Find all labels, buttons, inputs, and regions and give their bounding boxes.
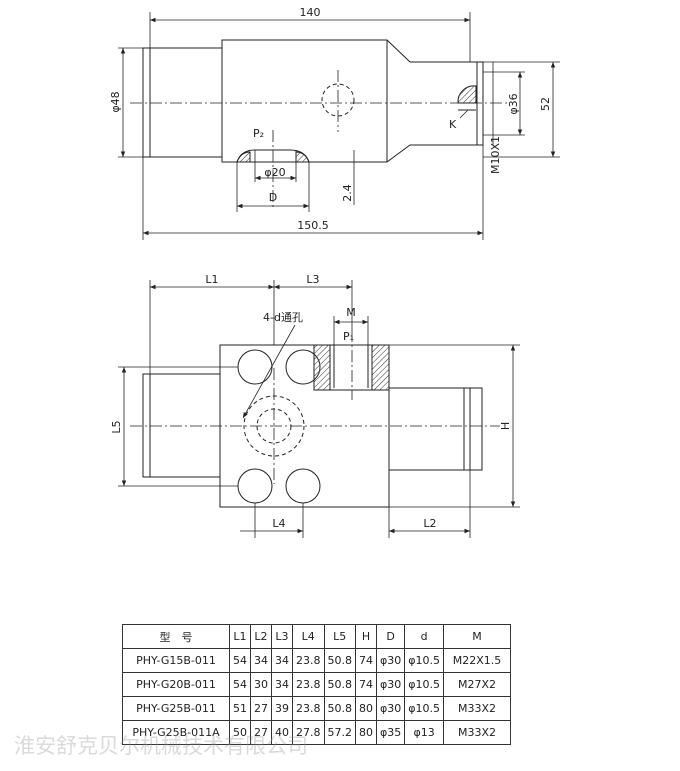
dim-140: 140 xyxy=(300,6,321,19)
col-header: L3 xyxy=(271,624,293,649)
dim-2-4: 2.4 xyxy=(341,184,354,202)
cell: 34 xyxy=(271,672,293,697)
dim-52: 52 xyxy=(539,97,552,111)
cell: 50.8 xyxy=(323,696,356,721)
watermark: 淮安舒克贝尔机械技术有限公司 xyxy=(14,734,308,758)
cell: 30 xyxy=(250,672,272,697)
cell: φ30 xyxy=(375,696,406,721)
dim-phi20: φ20 xyxy=(264,166,285,179)
right-cylinder xyxy=(386,39,484,163)
cell: φ10.5 xyxy=(404,672,445,697)
col-header: L4 xyxy=(292,624,325,649)
col-header: L2 xyxy=(250,624,272,649)
cell-model: PHY-G15B-011 xyxy=(122,648,230,673)
cell: 40 xyxy=(271,720,293,745)
cell-model: PHY-G25B-011 xyxy=(122,696,230,721)
cell: 80 xyxy=(355,720,377,745)
cell: M27X2 xyxy=(443,672,512,697)
cell: 34 xyxy=(250,648,272,673)
cell: 50.8 xyxy=(323,672,356,697)
dim-L5: L5 xyxy=(110,420,123,433)
dim-m10x1: M10X1 xyxy=(489,136,502,174)
table-row: PHY-G20B-011 54 30 34 23.8 50.8 74 φ30 φ… xyxy=(122,672,512,697)
dim-M: M xyxy=(346,306,356,319)
cell-model: PHY-G20B-011 xyxy=(122,672,230,697)
dim-phi36: φ36 xyxy=(507,93,520,114)
dim-L4: L4 xyxy=(272,517,285,530)
cell: 50 xyxy=(229,720,251,745)
label-k: K xyxy=(449,118,457,131)
mount-hole xyxy=(285,468,321,504)
table-row: PHY-G25B-011A 50 27 40 27.8 57.2 80 φ35 … xyxy=(122,720,512,745)
col-header: L5 xyxy=(323,624,356,649)
cell: 27 xyxy=(250,696,272,721)
cell: 39 xyxy=(271,696,293,721)
cell: 74 xyxy=(355,648,377,673)
left-cylinder xyxy=(142,373,221,478)
dim-phi48: φ48 xyxy=(109,91,122,112)
top-view-labels: 140 150.5 φ48 φ36 52 M10X1 φ20 D 2.4 K P… xyxy=(109,6,552,232)
label-p2: P₂ xyxy=(253,127,264,140)
cell: 57.2 xyxy=(323,720,356,745)
label-p1: P₁ xyxy=(343,330,354,343)
cell: 54 xyxy=(229,672,251,697)
col-header: M xyxy=(443,624,512,649)
dim-L2: L2 xyxy=(423,517,436,530)
top-view xyxy=(118,12,560,240)
dim-L1: L1 xyxy=(205,273,218,286)
cell: 74 xyxy=(355,672,377,697)
dim-L3: L3 xyxy=(306,273,319,286)
right-cylinder xyxy=(389,387,471,471)
cell: 34 xyxy=(271,648,293,673)
cell: 54 xyxy=(229,648,251,673)
table-header-row: 型 号 L1 L2 L3 L4 L5 H D d M xyxy=(122,624,512,649)
cell: φ10.5 xyxy=(404,648,445,673)
p1-section xyxy=(313,344,331,391)
col-header: d xyxy=(404,624,445,649)
dim-H: H xyxy=(499,422,512,430)
table-row: PHY-G25B-011 51 27 39 23.8 50.8 80 φ30 φ… xyxy=(122,696,512,721)
dim-D: D xyxy=(269,191,277,204)
left-cylinder xyxy=(142,47,223,158)
cell: 51 xyxy=(229,696,251,721)
cell: 27.8 xyxy=(292,720,325,745)
cell: 50.8 xyxy=(323,648,356,673)
main-body xyxy=(221,39,388,163)
bottom-view-labels: L1 L3 M 4-d通孔 P₁ L5 H L4 L2 xyxy=(110,273,512,530)
label-4-d-holes: 4-d通孔 xyxy=(263,311,303,324)
cell: φ35 xyxy=(375,720,406,745)
spec-table: 型 号 L1 L2 L3 L4 L5 H D d M PHY-G15B-011 … xyxy=(122,624,512,745)
cell-model: PHY-G25B-011A xyxy=(122,720,230,745)
cell: 23.8 xyxy=(292,696,325,721)
cell: M22X1.5 xyxy=(443,648,512,673)
cell: φ30 xyxy=(375,672,406,697)
mount-hole xyxy=(237,468,273,504)
cell: φ30 xyxy=(375,648,406,673)
mount-hole xyxy=(237,349,273,385)
table-row: PHY-G15B-011 54 34 34 23.8 50.8 74 φ30 φ… xyxy=(122,648,512,673)
bottom-view xyxy=(118,280,520,538)
cell: 23.8 xyxy=(292,672,325,697)
col-header: 型 号 xyxy=(122,624,230,649)
cell: M33X2 xyxy=(443,720,512,745)
k-section xyxy=(457,85,477,104)
col-header: D xyxy=(375,624,406,649)
cell: 80 xyxy=(355,696,377,721)
dim-150-5: 150.5 xyxy=(297,219,329,232)
cell: φ10.5 xyxy=(404,696,445,721)
cell: M33X2 xyxy=(443,696,512,721)
cell: 23.8 xyxy=(292,648,325,673)
col-header: H xyxy=(355,624,377,649)
col-header: L1 xyxy=(229,624,251,649)
cell: φ13 xyxy=(404,720,445,745)
